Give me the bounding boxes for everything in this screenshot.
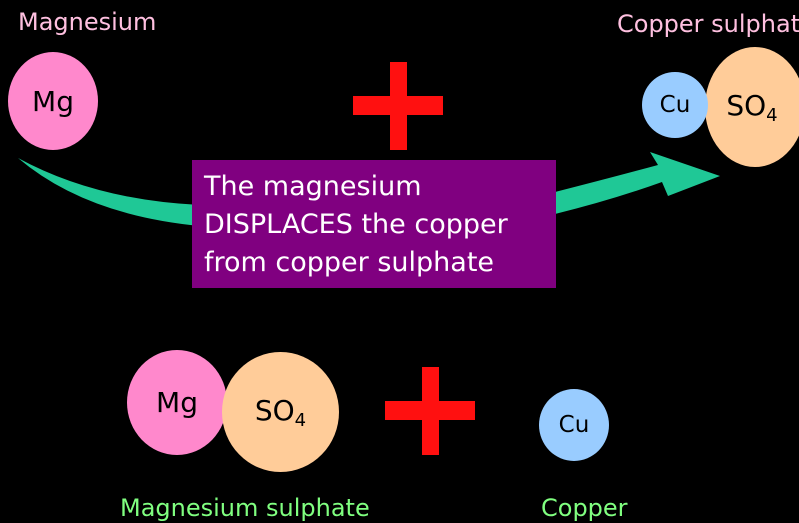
magnesium-label: Magnesium	[18, 8, 157, 36]
bottom-mg-symbol: Mg	[156, 386, 198, 419]
bottom-so4-ion: SO4	[222, 352, 339, 472]
explanation-line-2: DISPLACES the copper	[204, 209, 508, 240]
magnesium-atom: Mg	[8, 52, 98, 150]
copper-label: Copper	[541, 494, 628, 522]
explanation-line-3: from copper sulphate	[204, 247, 495, 278]
bottom-so4-base: SO	[254, 393, 295, 427]
magnesium-symbol: Mg	[32, 84, 74, 118]
magnesium-sulphate-label: Magnesium sulphate	[120, 494, 370, 522]
bottom-cu-symbol: Cu	[558, 412, 590, 438]
copper-sulphate-label: Copper sulphate	[617, 10, 799, 38]
bottom-magnesium-atom: Mg	[127, 350, 227, 455]
top-copper-atom: Cu	[642, 72, 708, 138]
explanation-line-1: The magnesium	[204, 171, 422, 202]
explanation-box: The magnesium DISPLACES the copper from …	[192, 160, 556, 288]
left-curved-arrow	[18, 158, 200, 226]
bottom-plus-sign	[385, 367, 475, 455]
bottom-copper-atom: Cu	[539, 389, 609, 461]
top-so4-ion: SO4	[705, 47, 799, 167]
top-plus-sign	[353, 62, 443, 150]
top-so4-base: SO	[726, 88, 767, 122]
top-cu-symbol: Cu	[659, 92, 691, 118]
right-curved-arrow	[555, 152, 720, 214]
bottom-so4-subscript: 4	[294, 409, 307, 431]
top-so4-subscript: 4	[766, 104, 778, 126]
